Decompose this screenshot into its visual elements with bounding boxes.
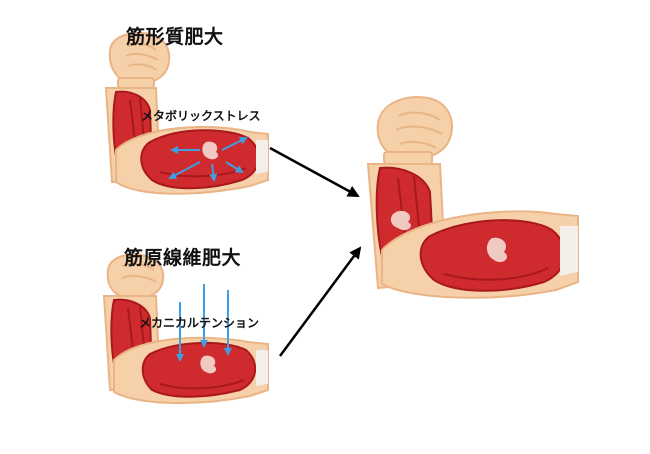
mechanical-tension-arrows xyxy=(176,284,232,362)
large-flexed-arm-illustration xyxy=(366,96,579,299)
arrow-to-result-bottom xyxy=(278,246,362,357)
flexed-arm-illustration xyxy=(104,31,269,195)
metabolic-stress-arrows xyxy=(168,137,248,182)
metabolic-stress-label: メタボリックストレス xyxy=(141,109,261,123)
arrow-to-result-top xyxy=(269,146,360,198)
mechanical-tension-label: メカニカルテンション xyxy=(139,316,260,330)
myofibrillar-hypertrophy-title: 筋原線維肥大 xyxy=(124,247,242,269)
sarcoplasmic-hypertrophy-title: 筋形質肥大 xyxy=(126,26,224,48)
bent-arm-illustration xyxy=(102,253,269,405)
